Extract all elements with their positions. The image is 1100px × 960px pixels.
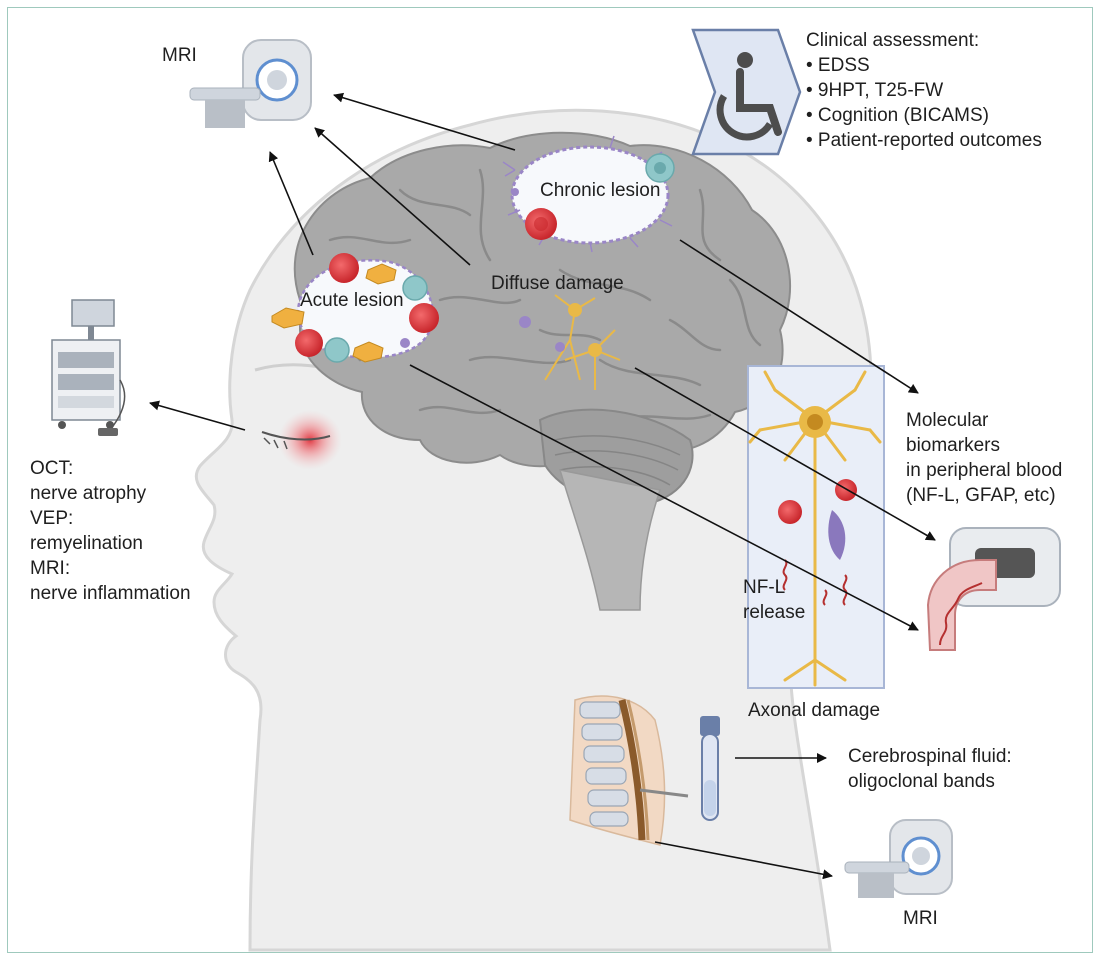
- clinical-assessment-item: • 9HPT, T25-FW: [806, 80, 944, 101]
- axonal-damage-panel: [747, 365, 885, 689]
- csf-line: oligoclonal bands: [848, 771, 995, 792]
- nfl-release-line: NF-L: [743, 577, 786, 598]
- eye-test-line: nerve inflammation: [30, 583, 191, 604]
- mri-scanner-icon: [844, 819, 953, 898]
- acute-lesion: [271, 253, 439, 363]
- molecular-biomarkers-label: Molecular biomarkers in peripheral blood…: [906, 408, 1062, 508]
- chronic-lesion: [502, 135, 675, 253]
- nfl-release-line: release: [743, 602, 806, 623]
- clinical-assessment-title: Clinical assessment:: [806, 30, 980, 51]
- test-tube-icon: [700, 716, 720, 821]
- eye-test-line: MRI:: [30, 558, 71, 579]
- clinical-assessment-item: • EDSS: [806, 55, 870, 76]
- blood-vessel-icon: [926, 527, 1061, 651]
- eye-test-line: OCT:: [30, 458, 74, 479]
- oct-device-icon: [51, 299, 126, 436]
- arrows: [149, 92, 936, 880]
- mri-bottom-label: MRI: [903, 908, 938, 929]
- lumbar-needle: [639, 788, 689, 798]
- glia-cells: [511, 188, 565, 352]
- acute-lesion-label: Acute lesion: [300, 290, 404, 311]
- diffuse-damage-label: Diffuse damage: [491, 273, 624, 294]
- eye-tests-list: OCT: nerve atrophy VEP: remyelination MR…: [30, 456, 191, 606]
- clinical-assessment-list: Clinical assessment: • EDSS • 9HPT, T25-…: [806, 28, 1042, 153]
- mri-top-label: MRI: [162, 45, 197, 66]
- axonal-damage-label: Axonal damage: [748, 700, 881, 721]
- biomarker-line: in peripheral blood: [906, 460, 1063, 481]
- neuron-icon: [544, 294, 621, 390]
- eye-test-line: nerve atrophy: [30, 483, 147, 504]
- eye-test-line: VEP:: [30, 508, 74, 529]
- wheelchair-icon: [691, 28, 802, 156]
- csf-label: Cerebrospinal fluid: oligoclonal bands: [848, 744, 1012, 794]
- chronic-lesion-label: Chronic lesion: [540, 180, 661, 201]
- biomarker-line: Molecular: [906, 410, 989, 431]
- csf-line: Cerebrospinal fluid:: [848, 746, 1012, 767]
- clinical-assessment-item: • Cognition (BICAMS): [806, 105, 989, 126]
- eye-highlight: [261, 410, 342, 470]
- clinical-assessment-item: • Patient-reported outcomes: [806, 130, 1042, 151]
- biomarker-line: (NF-L, GFAP, etc): [906, 485, 1056, 506]
- mri-scanner-icon: [189, 39, 312, 128]
- brain: [293, 131, 791, 611]
- biomarker-line: biomarkers: [906, 435, 1000, 456]
- eye-test-line: remyelination: [30, 533, 143, 554]
- spine-icon: [569, 695, 666, 846]
- nfl-release-label: NF-L release: [743, 575, 805, 625]
